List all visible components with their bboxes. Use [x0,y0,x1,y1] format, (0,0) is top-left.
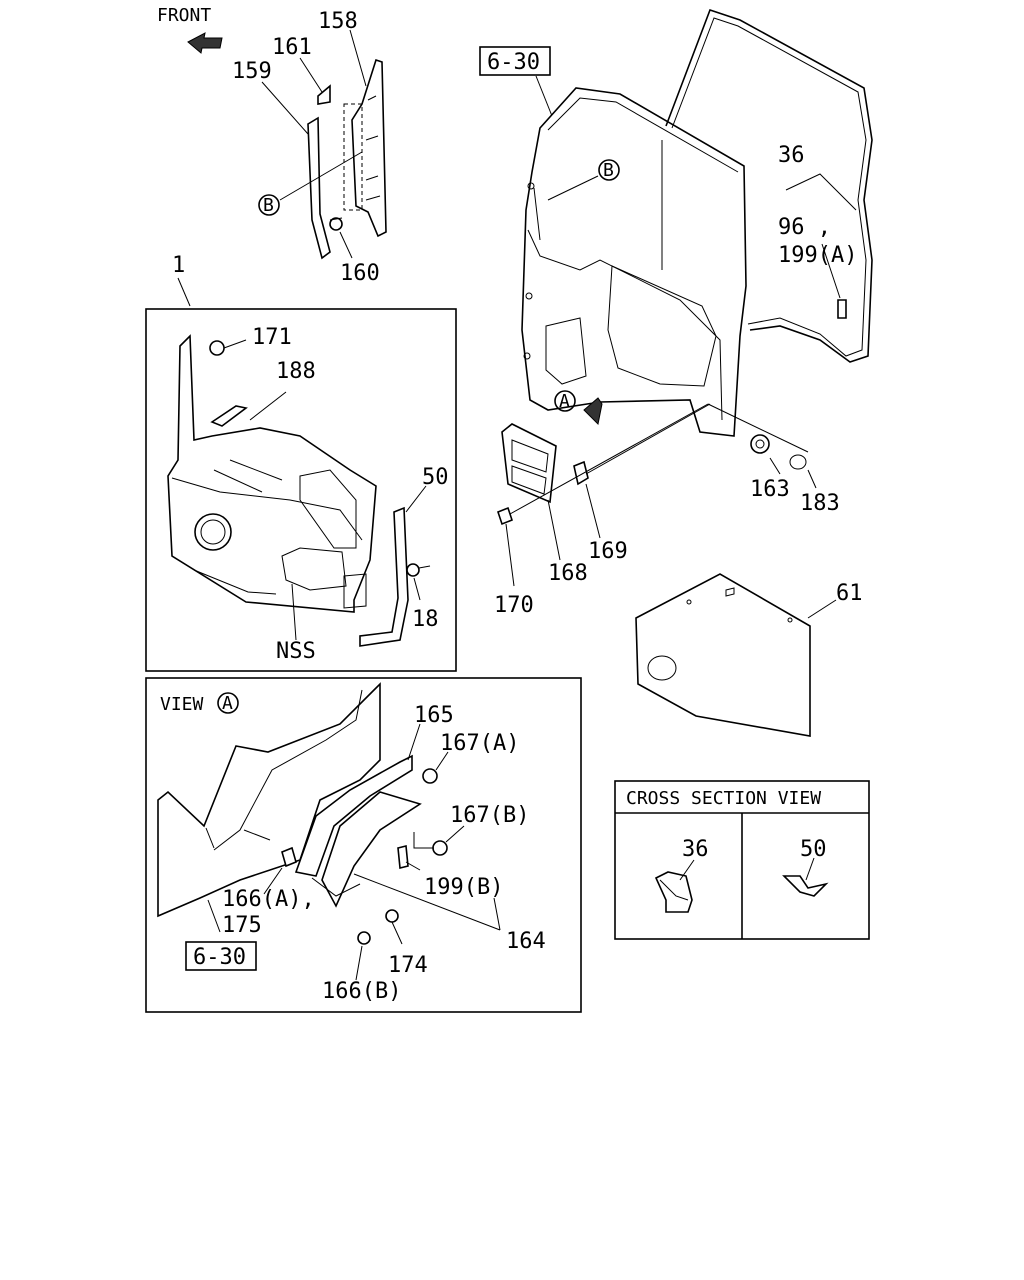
marker-a-door: A [554,390,603,426]
callout-199b: 199(B) [424,875,503,900]
callout-166b: 166(B) [322,979,401,1004]
callout-183: 183 [800,491,840,516]
callout-174: 174 [388,953,428,978]
cross-section-box: CROSS SECTION VIEW 36 50 [614,780,870,940]
cross-section-title: CROSS SECTION VIEW [626,788,821,809]
ref-box-6-30-bottom: 6-30 [185,941,257,971]
callout-168: 168 [548,561,588,586]
callout-171: 171 [252,325,292,350]
callout-61: 61 [836,581,863,606]
callout-167a: 167(A) [440,731,519,756]
callout-165: 165 [414,703,454,728]
pillar-trim-assembly: 158 161 159 160 B [232,9,387,286]
callout-18: 18 [412,607,439,632]
svg-text:B: B [603,160,614,181]
callout-96: 96 , [778,215,831,240]
callout-36: 36 [778,143,805,168]
marker-b-door: B [598,159,620,181]
callout-166a: 166(A), [222,887,315,912]
insulator-sheet: 61 [635,573,863,737]
callout-159: 159 [232,59,272,84]
callout-161: 161 [272,35,312,60]
view-a-label: VIEW [160,694,204,715]
callout-170: 170 [494,593,534,618]
callout-175: 175 [222,913,262,938]
callout-169: 169 [588,539,628,564]
svg-text:6-30: 6-30 [487,50,540,75]
svg-text:A: A [222,693,233,714]
callout-1: 1 [172,253,185,278]
ref-box-6-30-top: 6-30 [479,46,551,76]
svg-text:A: A [559,391,570,412]
view-a-box: VIEW A 165 167(A) 167(B) 199(B) 166(A), … [145,677,582,1013]
callout-188: 188 [276,359,316,384]
callout-nss: NSS [276,639,316,664]
svg-text:6-30: 6-30 [193,945,246,970]
view-a-marker: A [217,692,239,714]
front-indicator: FRONT [157,5,223,54]
cs-callout-50: 50 [800,837,827,862]
front-arrow-icon [187,32,223,54]
view-a-arrow-icon [583,397,603,426]
svg-text:B: B [263,195,274,216]
callout-167b: 167(B) [450,803,529,828]
callout-160: 160 [340,261,380,286]
front-label: FRONT [157,5,211,26]
callout-50: 50 [422,465,449,490]
callout-158: 158 [318,9,358,34]
marker-b-left: B [258,194,280,216]
door-assembly: 6-30 B 36 96 , 199(A) A [479,8,873,437]
callout-163: 163 [750,477,790,502]
callout-199a: 199(A) [778,243,857,268]
handle-bezel-group: 163 183 169 168 170 [494,403,840,618]
callout-164: 164 [506,929,546,954]
door-trim-panel-box: 1 171 188 50 18 NSS [145,253,457,672]
cs-callout-36: 36 [682,837,709,862]
